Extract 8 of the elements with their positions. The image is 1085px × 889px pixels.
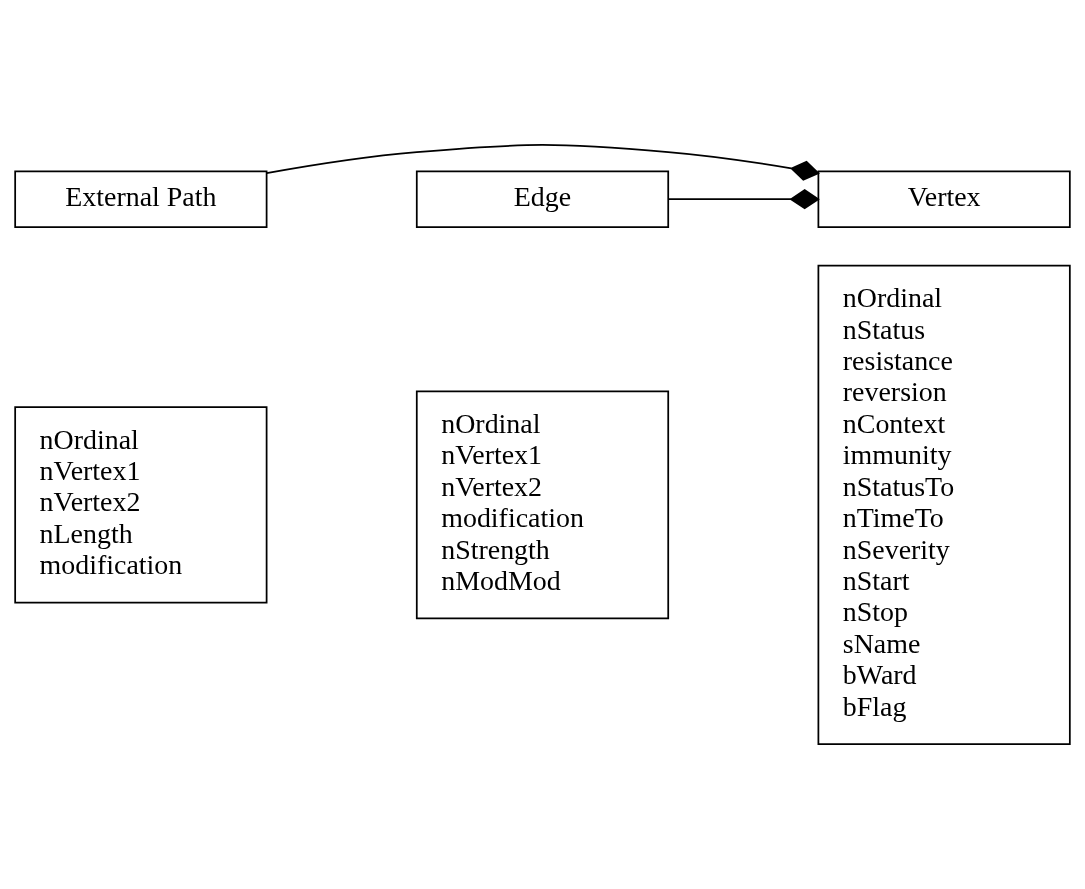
node-box: nOrdinal nStatus resistance reversion nContext immunity nStatusTo nTimeTo nSeverity nStart nStop sName bWard bFlag [817,264,1071,745]
node-box: Edge [415,170,670,229]
connector [265,144,820,181]
connector [667,189,820,210]
node-box: Vertex [817,170,1071,229]
node-box: nOrdinal nVertex1 nVertex2 nLength modification [14,406,268,604]
node-box: nOrdinal nVertex1 nVertex2 modification nStrength nModMod [415,390,670,620]
node-box: External Path [14,170,268,229]
